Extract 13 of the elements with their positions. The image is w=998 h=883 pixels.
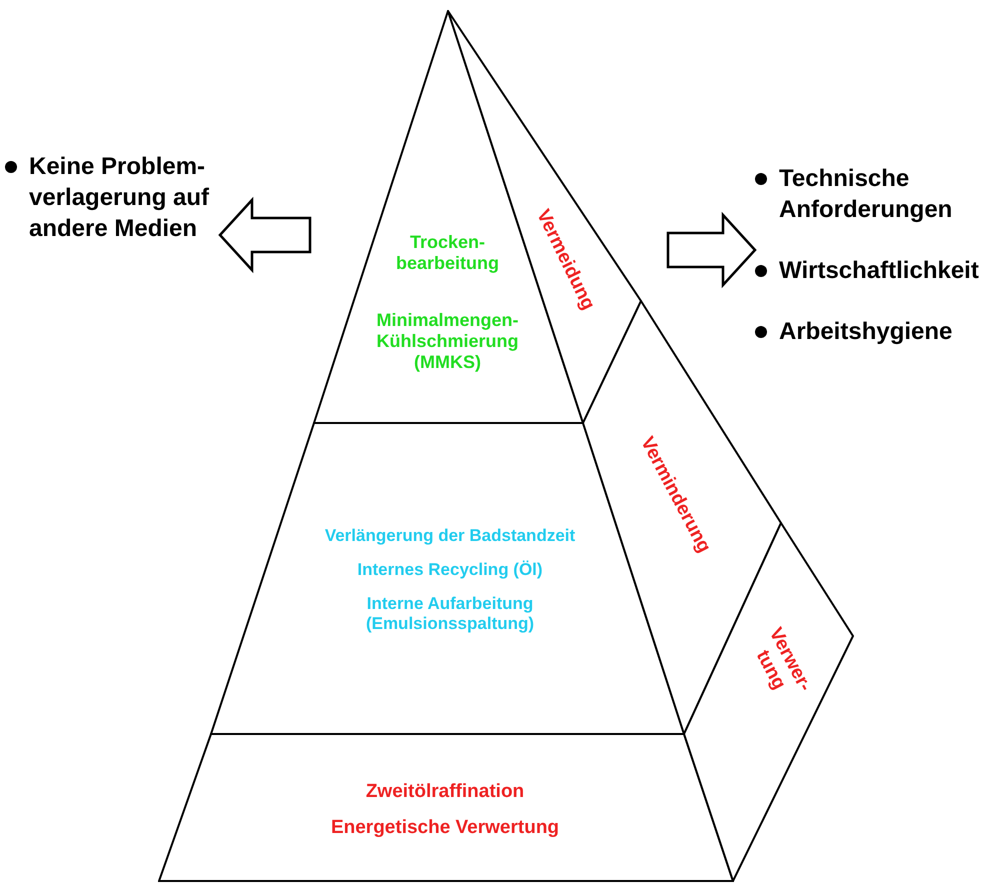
bullet-text: Keine Problem- verlagerung auf andere Medien (29, 152, 210, 244)
band-text: Interne Aufarbeitung (Emulsionsspaltung) (364, 594, 536, 634)
block-arrow (218, 196, 312, 274)
band-text: Internes Recycling (Öl) (357, 560, 543, 580)
band-text: Trocken- bearbeitung (394, 232, 500, 274)
band-text: Verlängerung der Badstandzeit (324, 526, 576, 546)
bullet-text: Arbeitshygiene (779, 317, 952, 348)
band-text: Zweitölraffination (366, 781, 524, 803)
bullet-text: Wirtschaftlichkeit (779, 256, 979, 286)
bullet-text: Technische Anforderungen (779, 164, 954, 225)
band-text: Minimalmengen- Kühlschmierung (MMKS) (375, 310, 520, 373)
block-arrow (666, 212, 757, 288)
band-text: Energetische Verwertung (330, 817, 560, 839)
